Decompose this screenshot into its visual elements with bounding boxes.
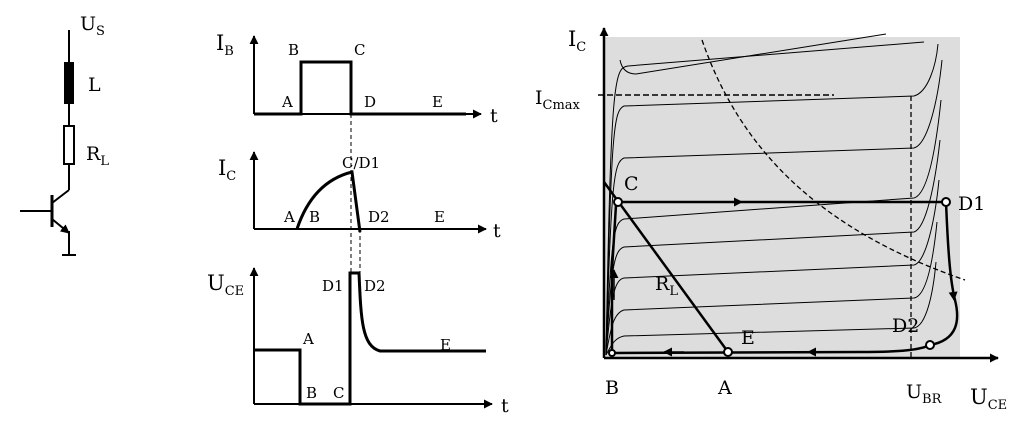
label-resistor: RL xyxy=(86,143,109,169)
uce-time-label: t xyxy=(501,395,509,417)
ib-point-e: E xyxy=(432,93,443,111)
curve-3 xyxy=(605,179,940,356)
uce-point-a: A xyxy=(302,330,314,348)
ic-point-d2: D2 xyxy=(368,208,390,226)
char-point-e: E xyxy=(741,327,755,349)
uce-axis-label: UCE xyxy=(207,271,244,299)
circuit: US L RL xyxy=(20,13,109,256)
load-line xyxy=(602,181,730,353)
ic-point-a: A xyxy=(283,208,295,226)
ic-point-e: E xyxy=(434,208,445,226)
ib-point-c: C xyxy=(354,41,365,59)
char-y-label: IC xyxy=(568,27,586,55)
uce-point-e: E xyxy=(440,336,451,354)
emitter-arrow-icon xyxy=(51,218,70,234)
label-supply: US xyxy=(80,13,105,39)
ic-point-b: B xyxy=(309,208,320,226)
ubr-label: UBR xyxy=(906,381,943,407)
node-d1 xyxy=(941,197,951,207)
curve-7 xyxy=(605,43,939,356)
node-b xyxy=(608,349,616,357)
resistor-symbol xyxy=(63,125,75,165)
char-point-c: C xyxy=(624,173,639,195)
icmax-label: ICmax xyxy=(535,87,581,113)
node-c xyxy=(613,197,623,207)
char-point-a: A xyxy=(717,377,732,399)
node-e xyxy=(723,347,733,357)
ib-point-d: D xyxy=(364,93,376,111)
inductor-symbol xyxy=(64,62,74,104)
ic-panel: IC t A B C/D1 D2 E xyxy=(218,151,501,242)
uce-panel: UCE t A B C D1 D2 E xyxy=(207,267,509,417)
ic-axis-label: IC xyxy=(218,156,236,184)
char-point-d1: D1 xyxy=(958,193,985,215)
char-x-label: UCE xyxy=(970,385,1007,413)
curve-9 xyxy=(619,33,887,75)
curve-6 xyxy=(605,59,943,356)
ic-time-label: t xyxy=(493,220,501,242)
curve-4 xyxy=(605,139,941,356)
node-d2 xyxy=(925,340,935,350)
uce-point-c: C xyxy=(333,384,344,402)
label-inductor: L xyxy=(88,74,101,96)
ic-point-cd1: C/D1 xyxy=(342,154,380,172)
arrow-d1-d2-icon xyxy=(948,281,958,301)
ic-waveform xyxy=(295,170,362,233)
collector-lead xyxy=(51,189,70,204)
ib-pulse xyxy=(254,60,466,116)
curve-8 xyxy=(605,41,925,356)
max-power-hyperbola xyxy=(701,39,966,281)
ib-axis-label: IB xyxy=(216,31,234,59)
rl-label: RL xyxy=(655,273,678,299)
char-point-b: B xyxy=(605,377,619,399)
ib-point-a: A xyxy=(281,93,293,111)
uce-waveform xyxy=(254,271,486,406)
ib-panel: IB t A B C D E xyxy=(216,31,498,127)
uce-point-d2: D2 xyxy=(364,277,386,295)
curve-1 xyxy=(605,261,937,356)
uce-point-b: B xyxy=(306,384,317,402)
uce-point-d1: D1 xyxy=(322,277,344,295)
char-point-d2: D2 xyxy=(892,315,919,337)
ib-point-b: B xyxy=(288,41,299,59)
characteristic-panel: IC UCE ICmax UBR RL C D1 D2 E A B xyxy=(535,27,1007,413)
ib-time-label: t xyxy=(490,105,498,127)
